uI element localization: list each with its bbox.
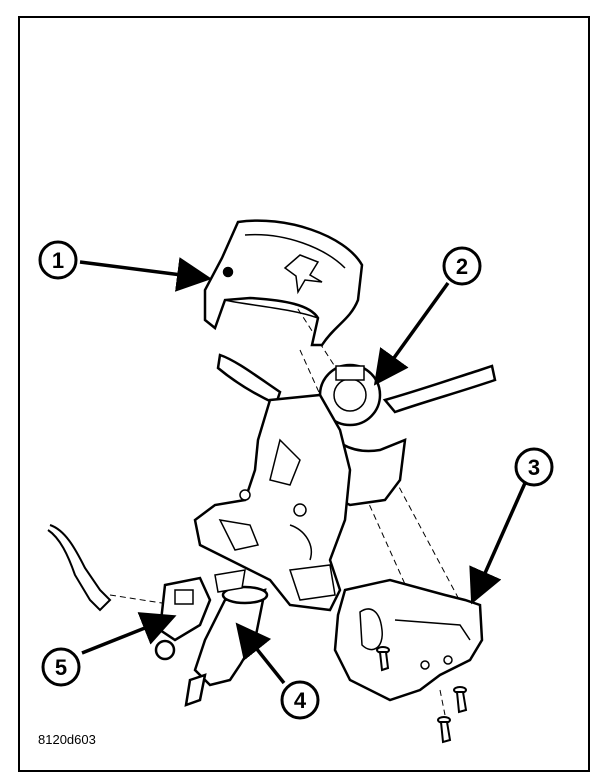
callout-1-label: 1 bbox=[52, 248, 64, 273]
callout-5: 5 bbox=[41, 647, 81, 687]
screws bbox=[376, 646, 468, 744]
screw-3 bbox=[437, 716, 452, 744]
callout-3: 3 bbox=[514, 447, 554, 487]
lower-shroud-part bbox=[333, 578, 484, 702]
screw-2 bbox=[453, 686, 468, 714]
callout-4-label: 4 bbox=[294, 688, 307, 713]
figure-code: 8120d603 bbox=[38, 732, 96, 747]
multifunction-switch-part bbox=[216, 353, 497, 507]
column-shaft-part bbox=[184, 569, 269, 707]
leader-arrows bbox=[79, 257, 527, 685]
callout-3-label: 3 bbox=[528, 455, 540, 480]
steering-column-body bbox=[193, 393, 352, 612]
callout-2: 2 bbox=[442, 246, 482, 286]
screw-1 bbox=[376, 646, 390, 672]
callout-5-label: 5 bbox=[55, 655, 67, 680]
callout-4: 4 bbox=[280, 680, 320, 720]
upper-shroud-part bbox=[203, 219, 364, 347]
callout-2-label: 2 bbox=[456, 254, 468, 279]
callout-1: 1 bbox=[38, 240, 78, 280]
ignition-switch-part bbox=[47, 524, 212, 661]
figure-frame bbox=[18, 16, 590, 772]
